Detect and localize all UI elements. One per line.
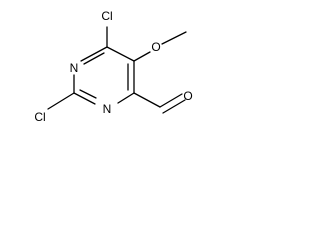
bond-c2-n3 — [73, 92, 96, 105]
bond-o-ch3 — [161, 31, 187, 45]
atom-label-o-aldehyde: O — [183, 89, 192, 103]
atom-label-cl-left: Cl — [34, 110, 45, 124]
atom-label-n-upper: N — [70, 61, 79, 75]
bond-c4-cho — [133, 92, 161, 108]
bond-n3-c4 — [117, 92, 135, 104]
bond-cho-o-inner — [162, 99, 186, 114]
bond-cho-o — [159, 93, 183, 108]
bond-c5-c6 — [106, 46, 135, 62]
bond-c5-o — [133, 51, 151, 62]
bond-c6-n1-inner — [83, 52, 105, 65]
bond-c2-cl — [47, 92, 75, 110]
atom-label-o-methoxy: O — [151, 40, 160, 54]
bond-c2-n3-inner — [79, 89, 97, 99]
bond-c6-n1 — [80, 46, 108, 62]
molecule-structure: Cl N O N Cl O — [34, 9, 192, 124]
atom-label-n-lower: N — [103, 102, 112, 116]
atom-label-cl-top: Cl — [101, 9, 112, 23]
